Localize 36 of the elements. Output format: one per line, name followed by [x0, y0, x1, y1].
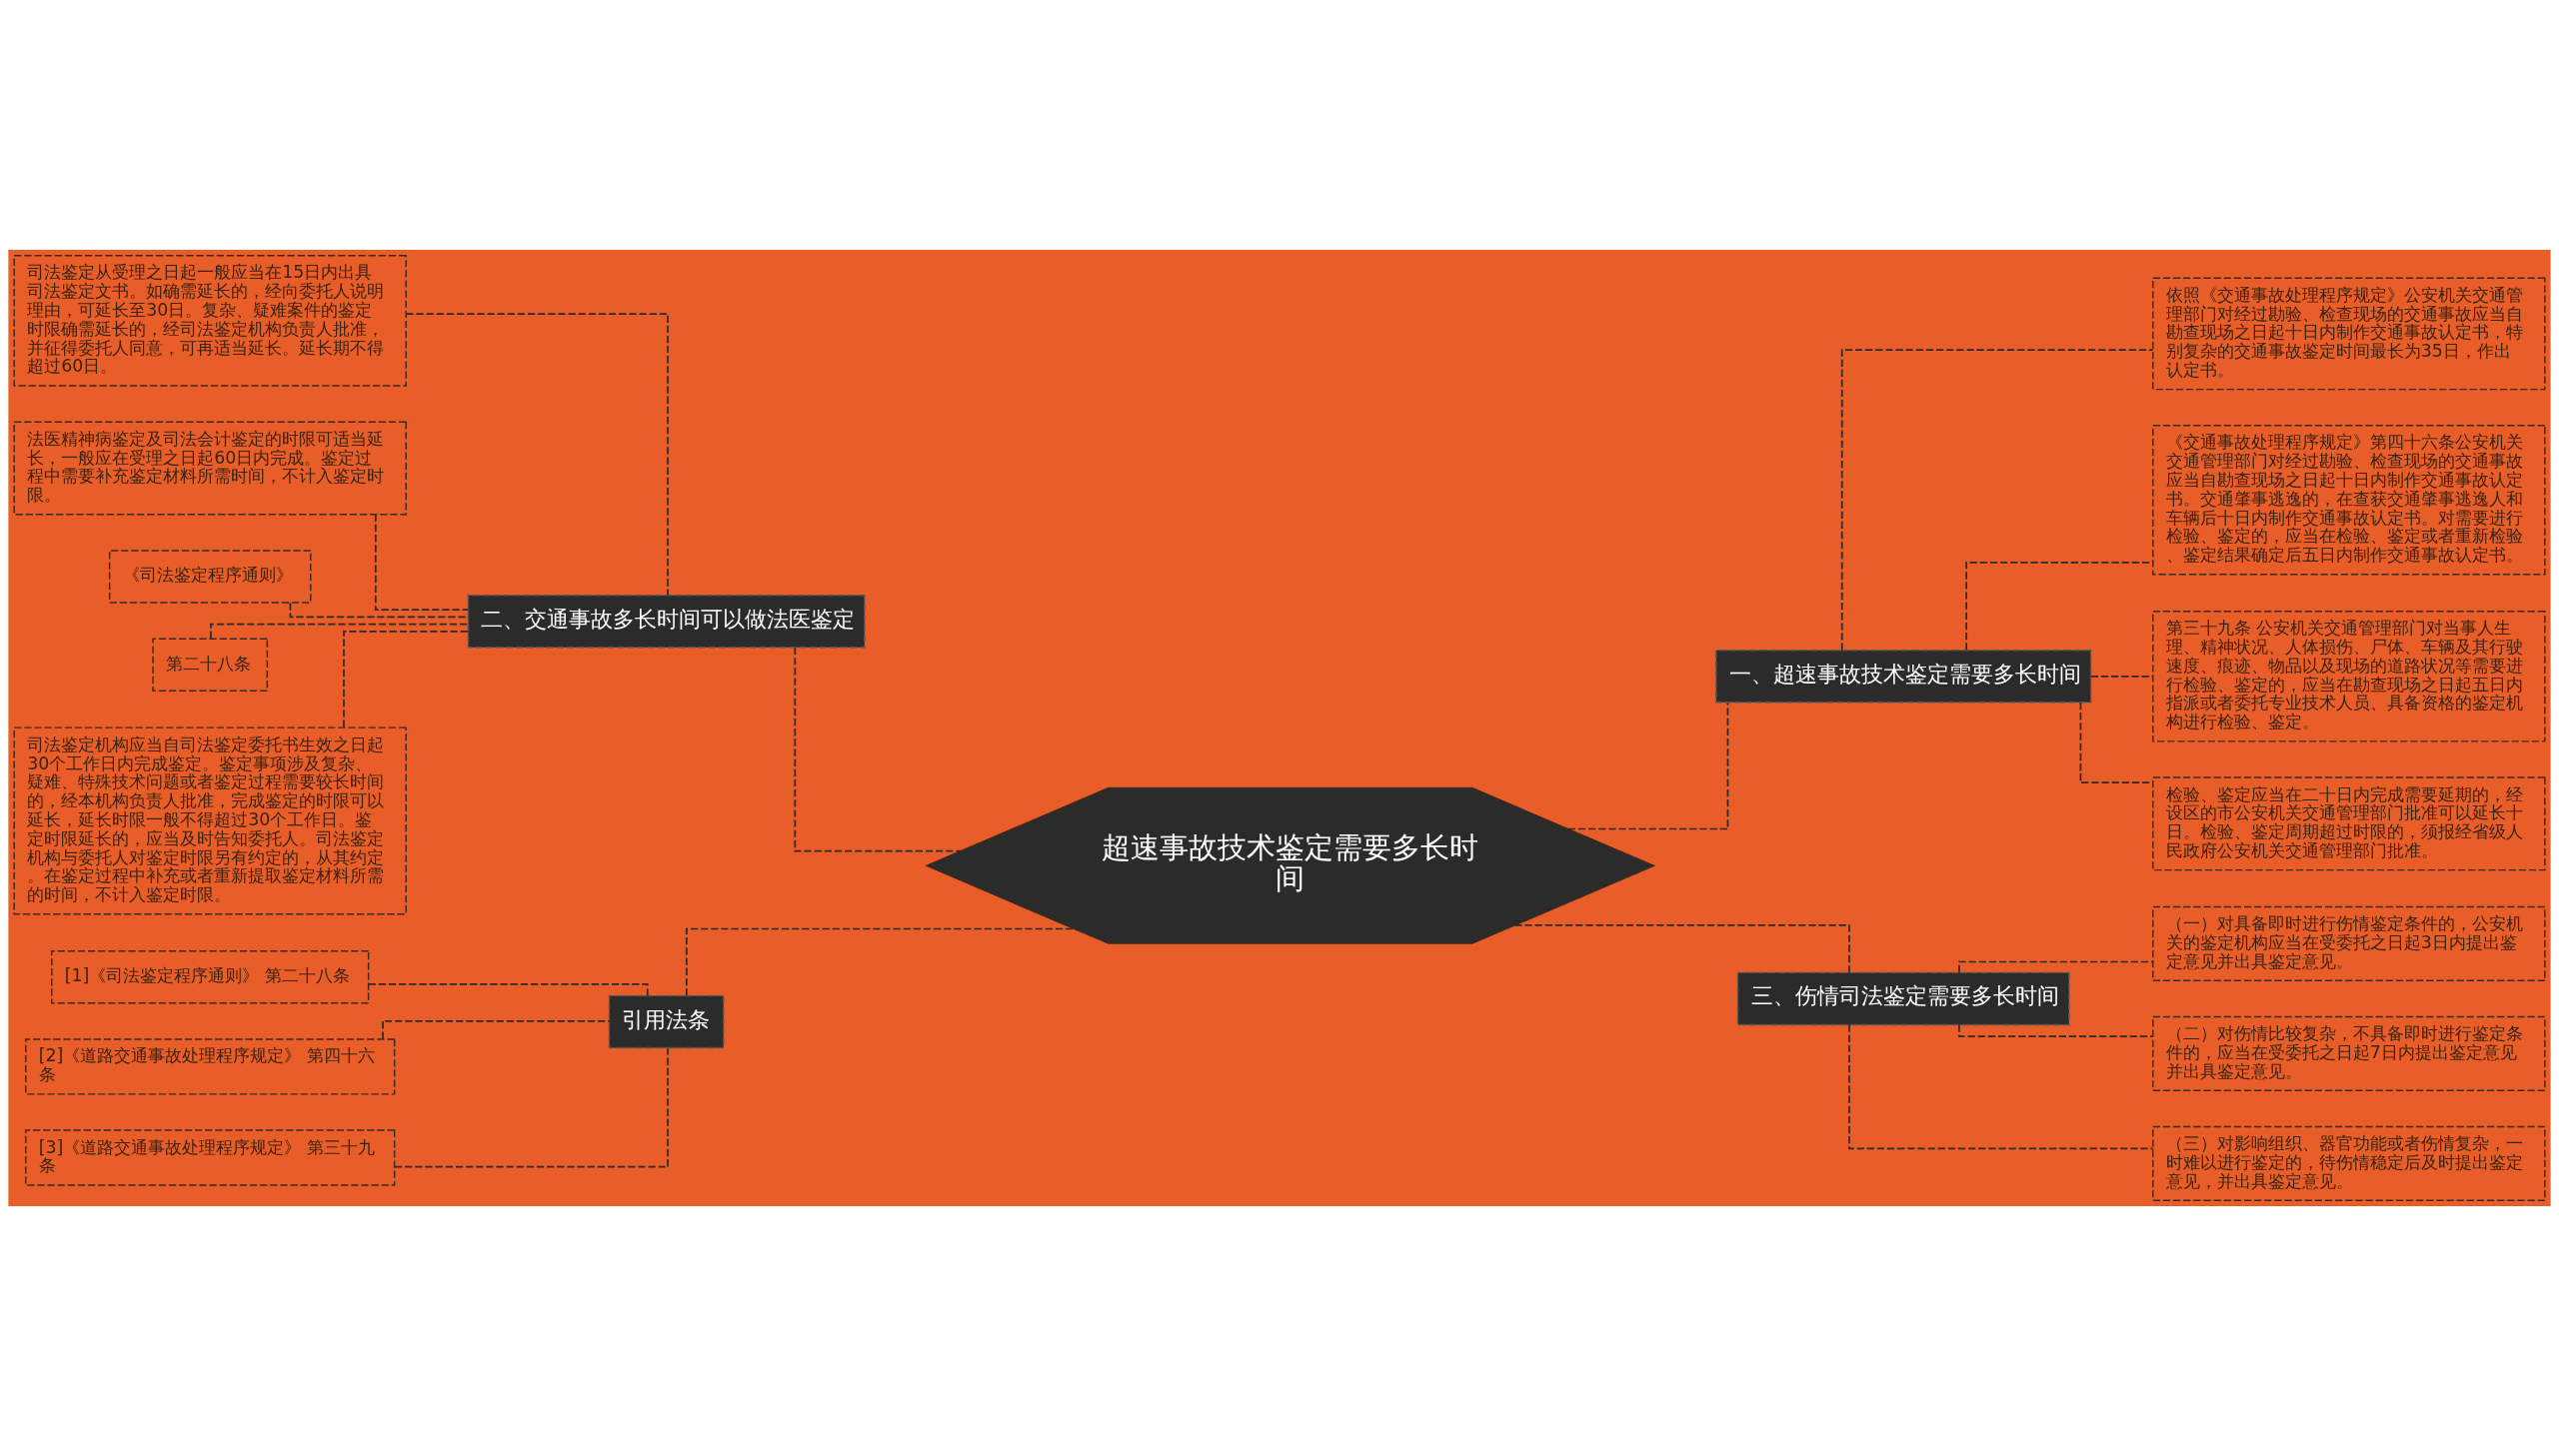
connector	[1566, 702, 1729, 830]
connector	[210, 623, 469, 640]
node-box: 一、超速事故技术鉴定需要多长时间	[1715, 650, 2092, 704]
connector	[374, 514, 470, 612]
connector	[1958, 960, 2154, 973]
node-box: [3]《道路交通事故处理程序规定》 第三十九条	[25, 1129, 396, 1186]
connector	[289, 602, 469, 619]
node-box: [2]《道路交通事故处理程序规定》 第四十六条	[25, 1038, 396, 1095]
connector	[382, 1019, 611, 1040]
node-box: 第二十八条	[152, 638, 269, 692]
node-box: [1]《司法鉴定程序通则》 第二十八条	[51, 949, 370, 1004]
node-box: 《司法鉴定程序通则》	[108, 550, 312, 604]
connector	[405, 313, 669, 597]
node-box: 三、伤情司法鉴定需要多长时间	[1736, 971, 2070, 1026]
node-box: 依照《交通事故处理程序规定》公安机关交通管理部门对经过勘验、检查现场的交通事故应当自勘查现场之日起十日内制作交通事故认定书，特别复杂的交通事故鉴定时间最长为35日，作出认定书。	[2152, 277, 2546, 391]
connector	[1840, 349, 2154, 652]
connector	[1848, 1023, 2154, 1150]
node-box: 检验、鉴定应当在二十日内完成需要延期的，经设区的市公安机关交通管理部门批准可以延长十日。检验、鉴定周期超过时限的，须报经省级人民政府公安机关交通管理部门批准。	[2152, 776, 2546, 871]
connector	[1958, 1023, 2154, 1037]
node-box: 法医精神病鉴定及司法会计鉴定的时限可适当延长，一般应在受理之日起60日内完成。鉴定过程中需要补充鉴定材料所需时间，不计入鉴定时限。	[13, 421, 407, 516]
node-box: （二）对伤情比较复杂，不具备即时进行鉴定条件的，应当在受委托之日起7日内提出鉴定意见并出具鉴定意见。	[2152, 1015, 2546, 1091]
connector	[367, 983, 649, 997]
node-box: 引用法条	[608, 994, 725, 1049]
node-box: （一）对具备即时进行伤情鉴定条件的，公安机关的鉴定机构应当在受委托之日起3日内提出鉴定意见并出具鉴定意见。	[2152, 905, 2546, 982]
connector	[794, 647, 962, 852]
connector	[1513, 924, 1850, 974]
node-box: 司法鉴定从受理之日起一般应当在15日内出具司法鉴定文书。如确需延长的，经向委托人说明理由，可延长至30日。复杂、疑难案件的鉴定时限确需延长的，经司法鉴定机构负责人批准，并征得委托人同意，可再适当延长。延长期不得超过60日。	[13, 255, 407, 387]
node-box: 第三十九条 公安机关交通管理部门对当事人生理、精神状况、人体损伤、尸体、车辆及其行驶速度、痕迹、物品以及现场的道路状况等需要进行检验、鉴定的，应当在勘查现场之日起五日内指派或者委托专业技术人员、具备资格的鉴定机构进行检验、鉴定。	[2152, 610, 2546, 742]
node-box: 司法鉴定机构应当自司法鉴定委托书生效之日起30个工作日内完成鉴定。鉴定事项涉及复杂、疑难、特殊技术问题或者鉴定过程需要较长时间的，经本机构负责人批准，完成鉴定的时限可以延长，延长时限一般不得超过30个工作日。鉴定时限延长的，应当及时告知委托人。司法鉴定机构与委托人对鉴定时限另有约定的，从其约定。在鉴定过程中补充或者重新提取鉴定材料所需的时间，不计入鉴定时限。	[13, 727, 407, 915]
connector	[394, 1047, 669, 1168]
connector	[685, 927, 1076, 996]
connector	[2090, 675, 2154, 678]
node-box: 二、交通事故多长时间可以做法医鉴定	[467, 595, 866, 649]
node-box: （三）对影响组织、器官功能或者伤情复杂，一时难以进行鉴定的，待伤情稳定后及时提出鉴定意见，并出具鉴定意见。	[2152, 1125, 2546, 1201]
node-box: 《交通事故处理程序规定》第四十六条公安机关交通管理部门对经过勘验、检查现场的交通事故应当自勘查现场之日起十日内制作交通事故认定书。交通肇事逃逸的，在查获交通肇事逃逸人和车辆后十日内制作交通事故认定书。对需要进行检验、鉴定的，应当在检验、鉴定或者重新检验、鉴定结果确定后五日内制作交通事故认定书。	[2152, 425, 2546, 576]
connector	[343, 631, 470, 728]
